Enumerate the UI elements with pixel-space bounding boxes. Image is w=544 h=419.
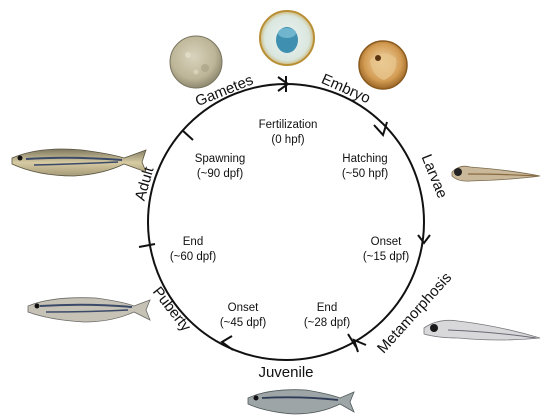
- milestone-puberty-onset-time: (~45 dpf): [220, 317, 267, 329]
- milestone-puberty-end-name: End: [183, 236, 203, 248]
- gamete-egg-image: [170, 36, 222, 88]
- milestone-fertilization-time: (0 hpf): [271, 134, 304, 146]
- tick-spawning: [182, 130, 193, 140]
- adult-fish-image: [12, 149, 146, 176]
- milestone-meta-onset-name: Onset: [371, 236, 402, 248]
- juvenile-fish-image: [248, 390, 354, 414]
- arrow-embryo: [374, 122, 387, 135]
- early-embryo-image: [260, 11, 314, 65]
- milestone-puberty-onset-name: Onset: [228, 302, 259, 314]
- milestone-spawning-time: (~90 dpf): [197, 168, 244, 180]
- milestone-hatching-time: (~50 hpf): [342, 168, 389, 180]
- stage-label-puberty: Puberty: [149, 284, 195, 336]
- milestone-spawning-name: Spawning: [195, 153, 246, 165]
- larva-image: [452, 166, 540, 181]
- tick-end-puberty: [139, 244, 155, 247]
- arrow-metamorphosis: [354, 340, 366, 352]
- stage-label-larvae: Larvae: [418, 152, 451, 201]
- puberty-fish-image: [28, 298, 150, 322]
- late-embryo-image: [359, 41, 407, 89]
- milestone-puberty-end-time: (~60 dpf): [170, 251, 217, 263]
- stage-label-juvenile: Juvenile: [258, 364, 313, 381]
- milestone-hatching-name: Hatching: [342, 153, 387, 165]
- metamorphosis-fish-image: [424, 320, 540, 340]
- milestone-fertilization-name: Fertilization: [259, 119, 318, 131]
- stage-label-metamorphosis: Metamorphosis: [374, 269, 455, 357]
- milestone-meta-end-time: (~28 dpf): [304, 317, 351, 329]
- milestone-meta-onset-time: (~15 dpf): [363, 251, 410, 263]
- milestone-meta-end-name: End: [317, 302, 337, 314]
